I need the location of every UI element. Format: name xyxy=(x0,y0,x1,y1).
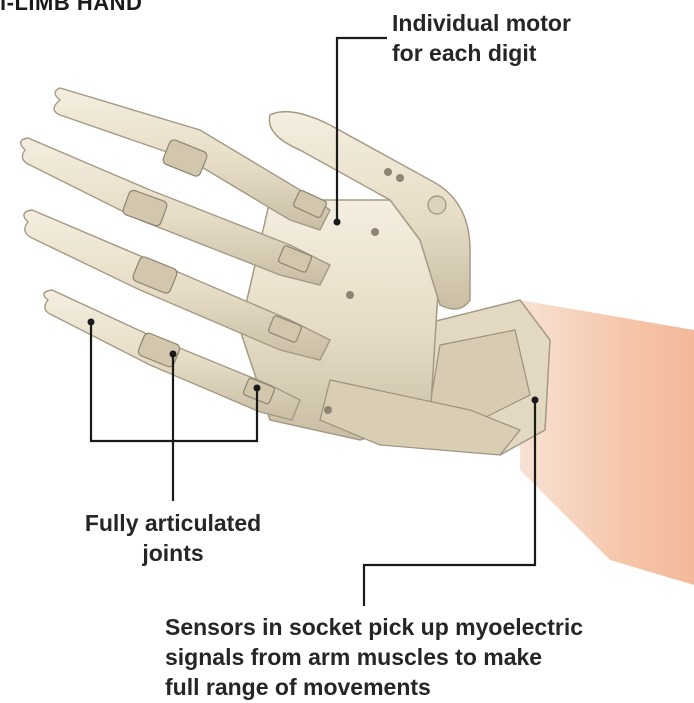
callout-sensors: Sensors in socket pick up myoelectric si… xyxy=(165,612,694,702)
callout-joints: Fully articulated joints xyxy=(58,508,288,568)
callout-motor-line-1: Individual motor xyxy=(392,8,571,38)
callout-sensors-line-2: signals from arm muscles to make xyxy=(165,642,694,672)
callout-joints-line-2: joints xyxy=(58,538,288,568)
callout-motor: Individual motor for each digit xyxy=(392,8,571,68)
callout-sensors-line-3: full range of movements xyxy=(165,672,694,702)
callout-motor-line-2: for each digit xyxy=(392,38,571,68)
callout-sensors-line-1: Sensors in socket pick up myoelectric xyxy=(165,612,694,642)
callout-joints-line-1: Fully articulated xyxy=(58,508,288,538)
